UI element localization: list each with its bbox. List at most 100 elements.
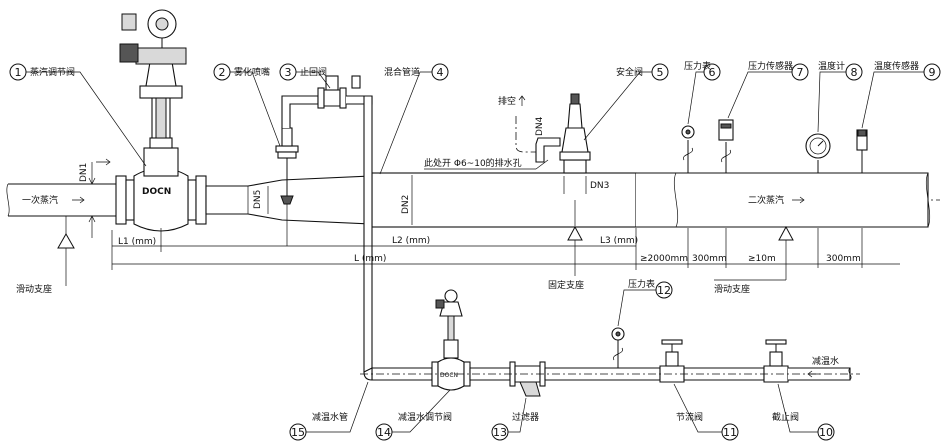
primary-flow-arrow — [72, 196, 85, 204]
check-valve-flange-left — [317, 87, 325, 109]
valve1-body — [133, 167, 189, 232]
valve1-yoke-base — [149, 137, 173, 149]
l1-label: L1 (mm) — [118, 237, 156, 247]
callout-3-circle — [279, 63, 297, 81]
callout-12-leader — [617, 289, 656, 327]
valve14-handwheel — [444, 289, 458, 303]
dn1-flow-arrow — [96, 158, 111, 166]
callout-10-label: 截止阀 — [772, 411, 799, 423]
valve1-motor — [135, 47, 187, 65]
callout-13-circle — [491, 423, 509, 441]
callout-5-label: 安全阀 — [616, 66, 643, 78]
callout-4-number: 4 — [437, 66, 444, 79]
callout-6-number: 6 — [709, 66, 716, 79]
check-valve-flange-right — [339, 87, 347, 109]
callout-2-circle — [213, 63, 231, 81]
valve1-actuator-plate — [139, 85, 183, 99]
secondary-flow-arrow — [792, 196, 805, 204]
valve10-handwheel — [765, 339, 787, 345]
sensor9-head — [857, 129, 867, 137]
callout-14-label: 减温水调节阀 — [398, 411, 452, 423]
callout-15-leader — [306, 381, 369, 433]
valve14-brand: DOCN — [440, 372, 458, 379]
filter-basket — [519, 381, 541, 397]
callout-7-number: 7 — [797, 66, 804, 79]
nozzle-flange-bottom — [277, 151, 297, 159]
callout-7-label: 压力传感器 — [748, 60, 793, 72]
valve14-box — [435, 299, 445, 309]
callout-9-circle — [923, 63, 941, 81]
valve1-hub — [155, 17, 169, 31]
dn4-label: DN4 — [535, 116, 545, 136]
d300a-label: 300mm — [692, 254, 727, 264]
callout-8-circle — [845, 63, 863, 81]
callout-3-number: 3 — [285, 66, 292, 79]
callout-6-circle — [703, 63, 721, 81]
callout-13-number: 13 — [493, 426, 507, 439]
callout-5-leader — [583, 71, 652, 141]
callout-14-number: 14 — [377, 426, 391, 439]
callout-15-label: 减温水管 — [312, 411, 348, 423]
nozzle-head — [280, 195, 294, 205]
vent-label: 排空 — [498, 95, 516, 107]
sliding-support-right-label: 滑动支座 — [714, 283, 750, 295]
water-pipe-vertical — [363, 95, 373, 373]
sliding-support-left-label: 滑动支座 — [16, 283, 52, 295]
dn2-label: DN2 — [401, 195, 411, 214]
valve14-stem — [447, 315, 455, 341]
d10m-label: ≥10m — [748, 254, 776, 264]
fixed-support-symbol — [567, 225, 583, 241]
callout-7-circle — [791, 63, 809, 81]
callout-6-leader — [687, 71, 704, 125]
callout-11-number: 11 — [723, 426, 737, 439]
callout-5-circle — [651, 63, 669, 81]
valve1-motor-side — [119, 43, 139, 63]
valve1-flange-left-inner — [125, 179, 135, 221]
callout-10-leader — [777, 383, 818, 433]
cooling-water-label: 减温水 — [812, 355, 839, 367]
safety-valve-body — [561, 127, 589, 153]
drain-hole-leader — [535, 159, 549, 170]
callout-12-label: 压力表 — [628, 278, 655, 290]
nozzle-flange-top — [275, 145, 299, 153]
outlet-break-2 — [925, 172, 931, 228]
valve1-junction-box — [121, 13, 137, 31]
fixed-support-label: 固定支座 — [548, 279, 584, 291]
dn1-label: DN1 — [79, 163, 89, 182]
check-valve-cap — [325, 75, 339, 91]
safety-valve-flange — [559, 151, 591, 161]
valve1-actuator — [145, 61, 177, 87]
nozzle-riser — [281, 95, 319, 128]
valve1-flange-left — [115, 175, 127, 225]
sliding-support-right-symbol — [778, 225, 794, 241]
callout-4-circle — [431, 63, 449, 81]
callout-1-circle — [9, 63, 27, 81]
dn1-arrows — [88, 177, 96, 223]
callout-3-leader — [296, 71, 331, 89]
vent-centerline — [515, 116, 536, 153]
vent-arrow — [518, 95, 526, 106]
callout-11-leader — [673, 383, 722, 433]
sliding-support-left-symbol — [57, 232, 75, 249]
callout-6-label: 压力表 — [684, 60, 711, 72]
callout-12-circle — [655, 281, 673, 299]
gauge6-center — [685, 129, 691, 135]
check-valve-drain — [351, 75, 361, 89]
thermo8-inner — [809, 137, 827, 155]
valve1-bonnet — [143, 147, 179, 177]
callout-1-label: 蒸汽调节阀 — [30, 66, 75, 78]
primary-steam-label: 一次蒸汽 — [22, 194, 58, 206]
sensor7-band — [720, 123, 732, 129]
callout-15-number: 15 — [291, 426, 305, 439]
callout-9-number: 9 — [929, 66, 936, 79]
valve10-bonnet — [769, 351, 783, 367]
vent-pipe — [535, 137, 561, 163]
safety-valve-cap — [570, 93, 580, 105]
callout-13-label: 过滤器 — [512, 411, 539, 423]
thermo8-needle — [817, 140, 824, 147]
valve11-bonnet — [665, 351, 679, 367]
callout-1-leader — [26, 71, 147, 167]
drain-hole-label: 此处开 Φ6~10的排水孔 — [424, 157, 522, 169]
